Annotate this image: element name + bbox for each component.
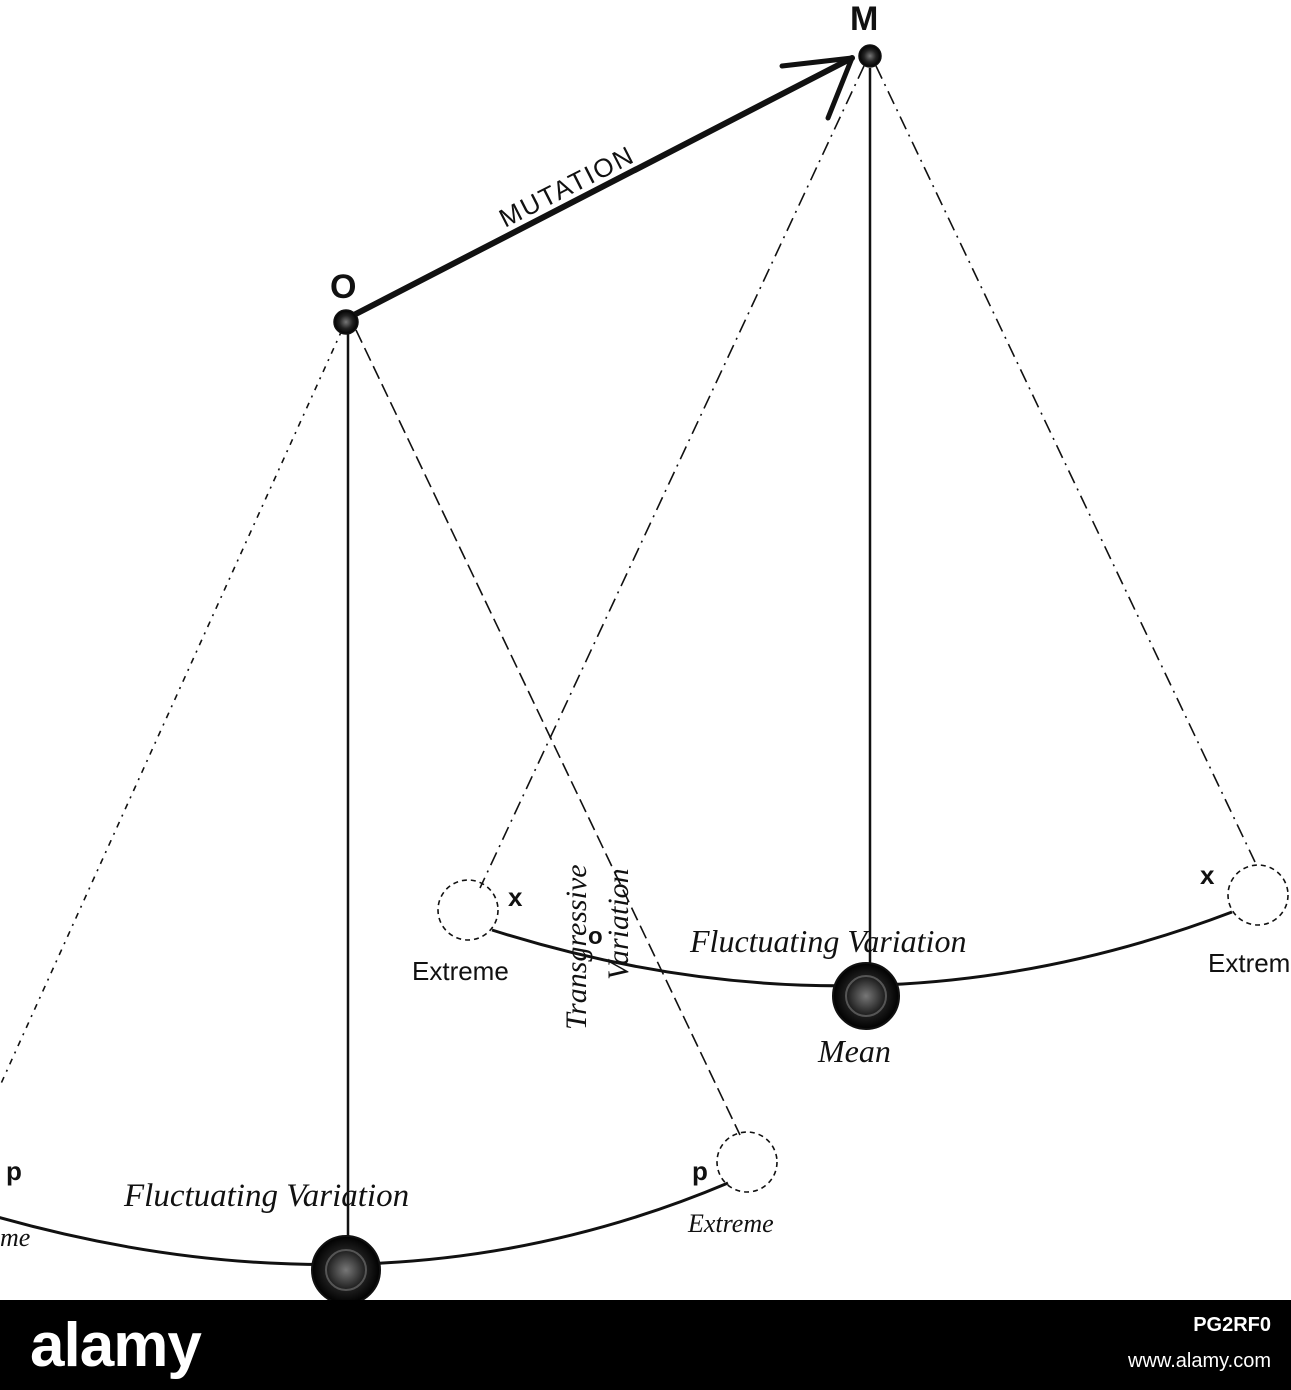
lower-mean-dot-ring <box>325 1249 367 1291</box>
upper-mean-dot-ring <box>845 975 887 1017</box>
upper-right-extreme-label: Extrem <box>1208 948 1290 978</box>
mutation-arrowhead <box>779 55 855 121</box>
upper-right-extreme-circle <box>1227 864 1289 926</box>
lower-left-marker: p <box>6 1156 22 1186</box>
upper-small-marker: o <box>588 923 603 950</box>
mutation-diagram: MUTATION M O Transgressive Variation Flu… <box>0 0 1290 1300</box>
diagram-canvas: MUTATION M O Transgressive Variation Flu… <box>0 0 1290 1300</box>
watermark-footer: alamy PG2RF0 www.alamy.com <box>0 1300 1291 1390</box>
mutation-label: MUTATION <box>494 139 639 233</box>
transgressive-label-2: Variation <box>602 868 635 980</box>
node-o-label: O <box>330 268 356 306</box>
image-id: PG2RF0 <box>1193 1314 1271 1336</box>
lower-right-extreme-label: Extreme <box>687 1209 774 1238</box>
node-m-dot <box>858 44 882 68</box>
lower-left-extreme-label: me <box>0 1223 30 1252</box>
lower-mean-dot <box>311 1235 381 1300</box>
upper-arc-label: Fluctuating Variation <box>689 923 966 959</box>
lower-right-extreme-circle <box>716 1131 778 1193</box>
upper-left-marker: x <box>508 882 523 912</box>
transgressive-label-1: Transgressive <box>560 864 593 1030</box>
upper-right-marker: x <box>1200 860 1215 890</box>
lower-arc-label: Fluctuating Variation <box>123 1178 409 1214</box>
node-m-label: M <box>850 0 878 38</box>
upper-left-extreme-circle <box>437 879 499 941</box>
upper-left-extreme-label: Extreme <box>412 956 509 986</box>
upper-mean-dot <box>832 962 900 1030</box>
brand-logo: alamy <box>30 1311 202 1380</box>
upper-mean-label: Mean <box>817 1033 891 1069</box>
o-to-right-extreme-line <box>355 329 741 1136</box>
m-to-left-extreme-line <box>479 65 865 889</box>
node-o-dot <box>333 309 359 335</box>
site-url: www.alamy.com <box>1128 1350 1271 1372</box>
m-to-right-extreme-line <box>875 65 1256 863</box>
mutation-arrow <box>345 55 855 321</box>
lower-right-marker: p <box>692 1156 708 1186</box>
o-to-left-extreme-line <box>0 329 343 1088</box>
